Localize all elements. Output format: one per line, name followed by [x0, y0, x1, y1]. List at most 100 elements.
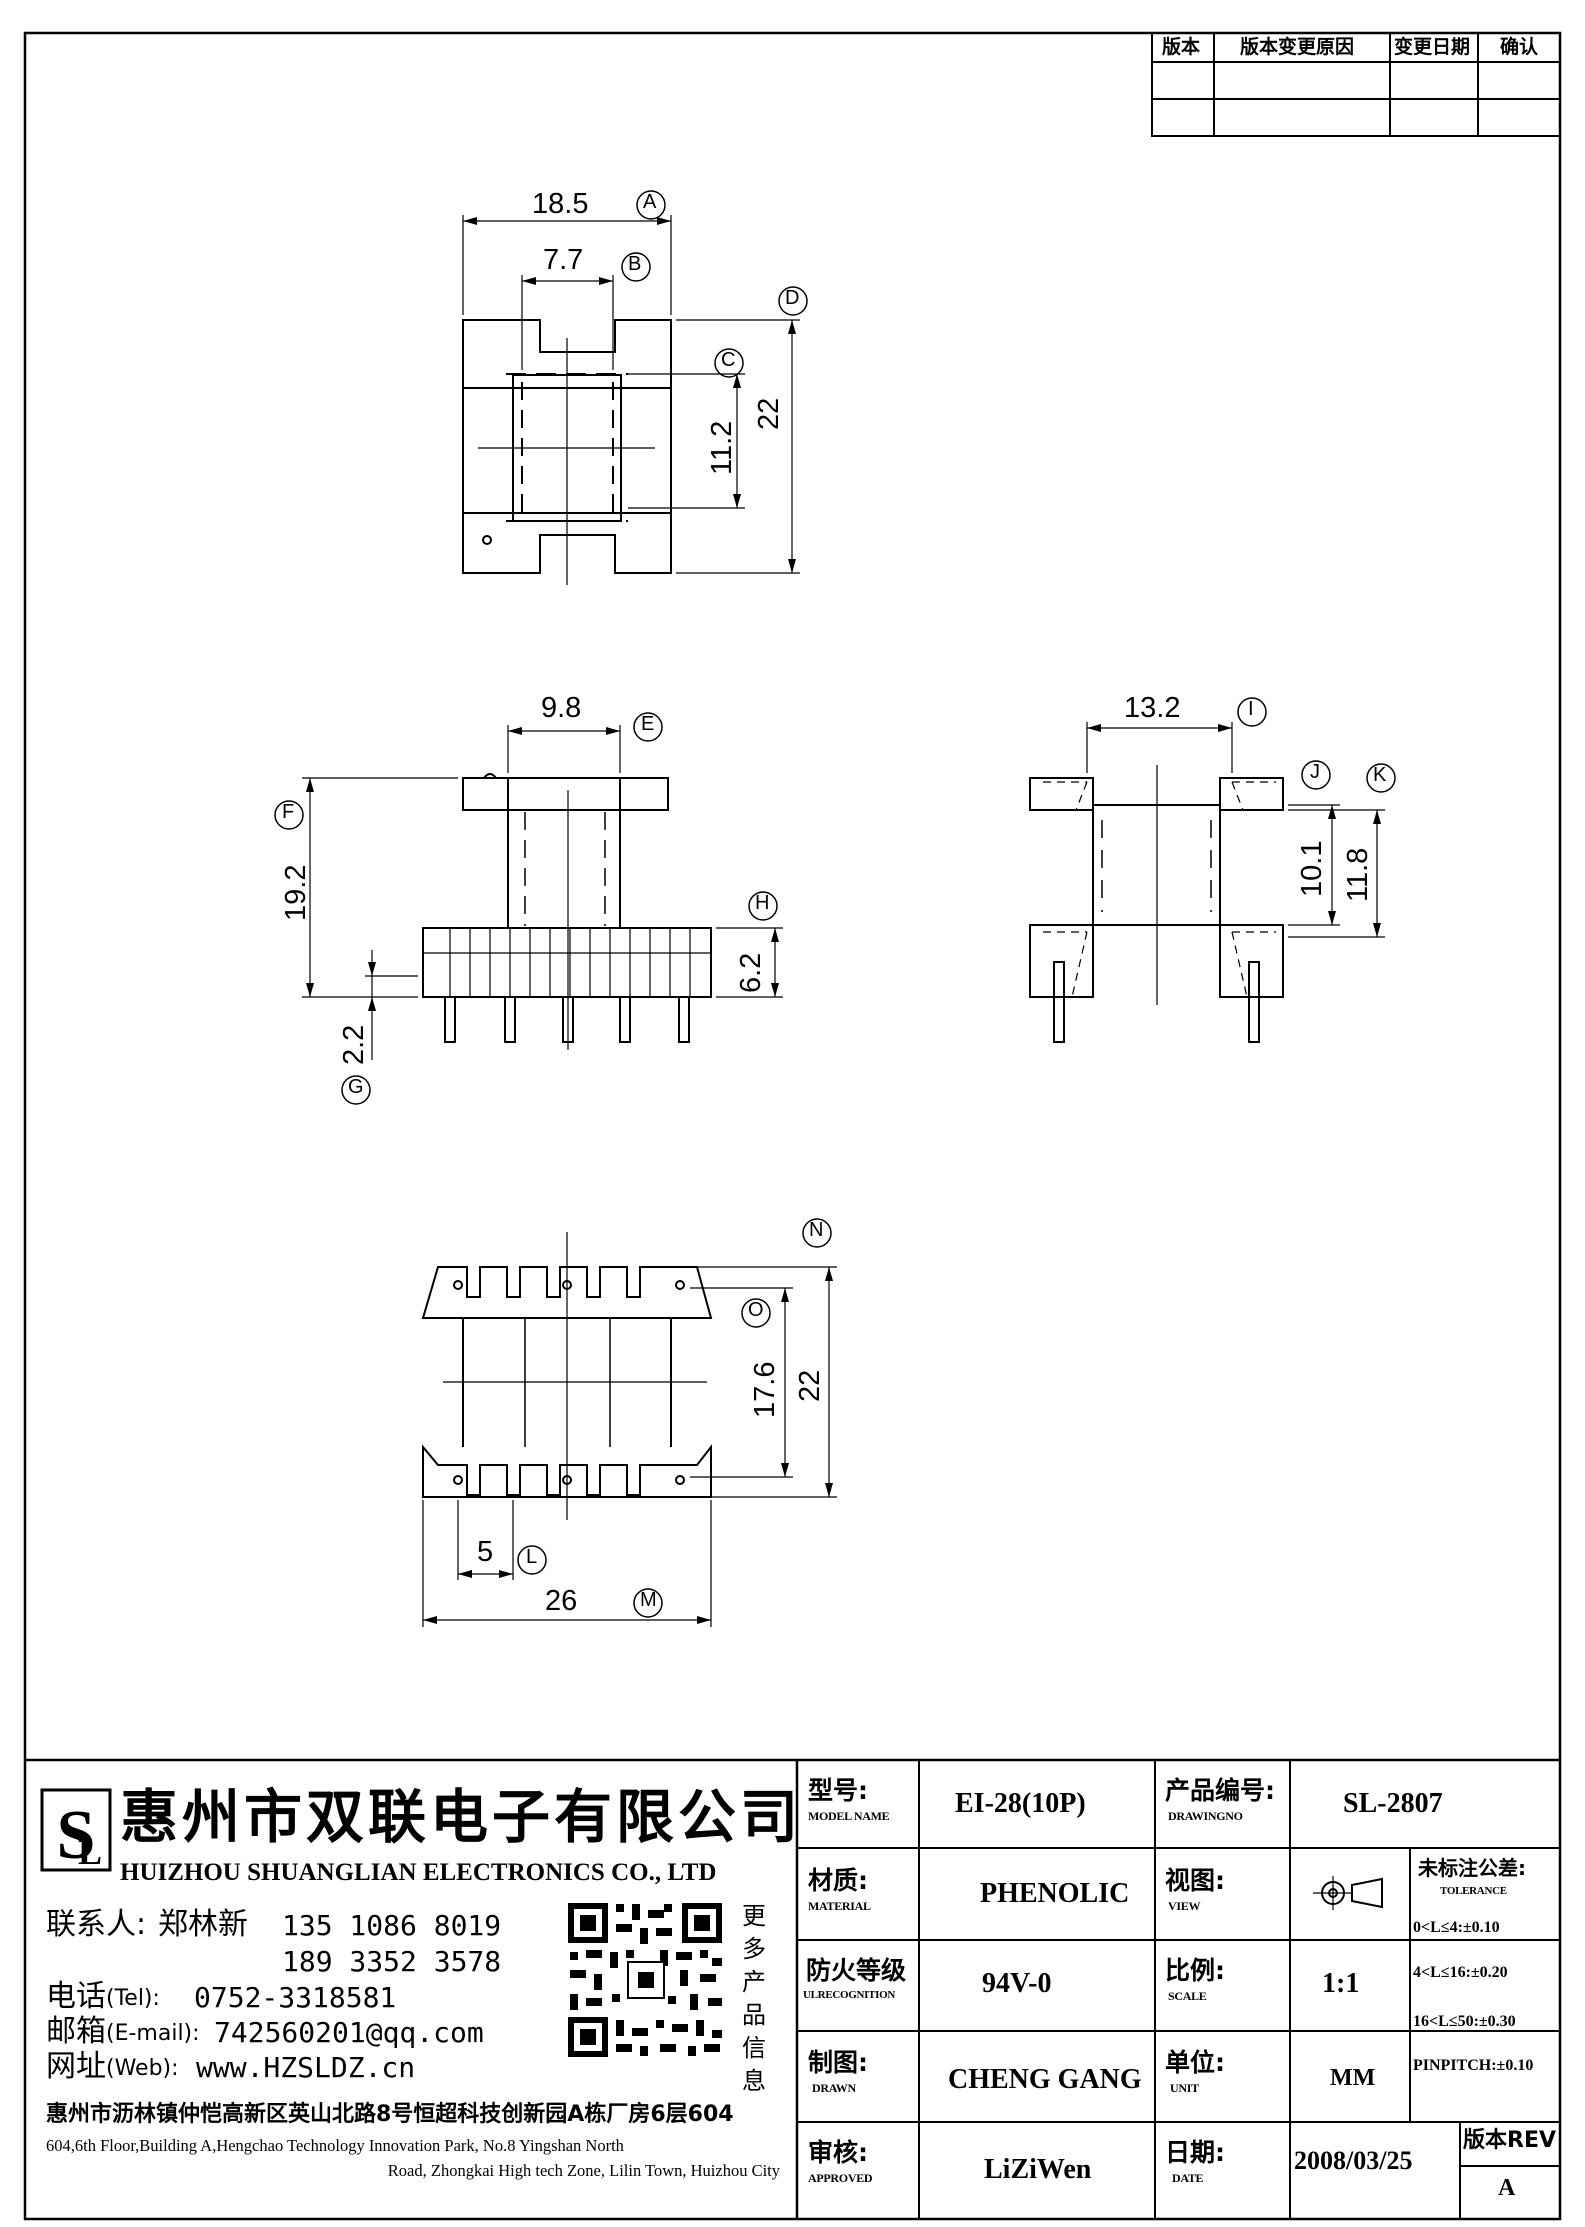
tel-label: 电话: [46, 1979, 106, 2014]
label-i: I: [1248, 698, 1254, 720]
label-l: L: [526, 1546, 538, 1568]
tolerance-row-1: 0<L≤4:±0.10: [1413, 1919, 1500, 1936]
svg-text:L: L: [78, 1832, 102, 1872]
date-label-cn: 日期:: [1165, 2138, 1225, 2167]
rev-header-reason: 版本变更原因: [1240, 36, 1355, 58]
company-logo-icon: S L: [40, 1788, 112, 1874]
contact-name: 郑林新: [158, 1907, 248, 1942]
tel-sub: (Tel):: [106, 1986, 160, 2011]
front-view: [302, 725, 783, 1060]
rev-header-date: 变更日期: [1394, 36, 1471, 58]
dim-bottom-height: 22: [794, 1369, 826, 1402]
date-label-en: DATE: [1172, 2171, 1204, 2185]
label-b: B: [628, 253, 642, 275]
projection-symbol-icon: [1313, 1876, 1383, 1910]
dim-side-width: 13.2: [1124, 692, 1181, 724]
tolerance-label-en: TOLERANCE: [1440, 1885, 1507, 1897]
dim-side-inner-height: 10.1: [1296, 840, 1328, 897]
view-label-en: VIEW: [1168, 1899, 1201, 1913]
tolerance-row-4: PINPITCH:±0.10: [1413, 2057, 1534, 2074]
side-view: [1029, 722, 1385, 1043]
tolerance-row-2: 4<L≤16:±0.20: [1413, 1964, 1508, 1981]
dim-bottom-width: 26: [545, 1585, 578, 1617]
model-value: EI-28(10P): [955, 1788, 1086, 1819]
view-label-cn: 视图:: [1165, 1866, 1225, 1895]
drawing-no-label-cn: 产品编号:: [1165, 1776, 1275, 1805]
label-d: D: [785, 287, 800, 309]
revision-value: A: [1498, 2175, 1516, 2201]
fire-rating-label-en: ULRECOGNITION: [803, 1989, 896, 2001]
label-circles: [274, 190, 1396, 1618]
contact-label: 联系人:: [46, 1907, 147, 1942]
dim-front-height: 19.2: [280, 864, 312, 921]
web-value: www.HZSLDZ.cn: [196, 2051, 416, 2084]
fire-rating-label-cn: 防火等级: [806, 1956, 907, 1985]
label-f: F: [282, 801, 295, 823]
company-name-cn: 惠州市双联电子有限公司: [120, 1783, 803, 1851]
rev-header-version: 版本: [1162, 36, 1201, 58]
email-label: 邮箱: [46, 2014, 106, 2049]
web-sub: (Web):: [106, 2056, 179, 2081]
email-value: 742560201@qq.com: [214, 2016, 484, 2049]
unit-label-cn: 单位:: [1165, 2048, 1225, 2077]
label-g: G: [348, 1076, 364, 1098]
qr-caption: 更多产品信息: [742, 1902, 766, 2095]
dim-front-pin-length: 2.2: [338, 1024, 370, 1065]
model-label-en: MODEL NAME: [808, 1809, 890, 1823]
label-c: C: [721, 349, 736, 371]
approved-value: LiZiWen: [984, 2154, 1092, 2185]
unit-value: MM: [1330, 2065, 1376, 2091]
material-label-cn: 材质:: [808, 1866, 868, 1895]
dim-side-height: 11.8: [1342, 847, 1374, 902]
dim-front-width: 9.8: [541, 692, 582, 724]
material-label-en: MATERIAL: [808, 1899, 871, 1913]
label-k: K: [1373, 764, 1387, 786]
revision-table-grid: [1151, 32, 1561, 137]
label-h: H: [755, 892, 770, 914]
rev-header-confirm: 确认: [1500, 36, 1539, 58]
drawn-value: CHENG GANG: [948, 2064, 1142, 2095]
label-m: M: [640, 1589, 657, 1611]
scale-value: 1:1: [1322, 1968, 1360, 1999]
web-label: 网址: [46, 2049, 106, 2084]
tolerance-row-3: 16<L≤50:±0.30: [1413, 2013, 1516, 2030]
approved-label-cn: 审核:: [808, 2138, 868, 2167]
drawn-label-en: DRAWN: [812, 2081, 856, 2095]
dimension-arrows: [306, 217, 1381, 1624]
qr-code-icon: [565, 1900, 725, 2060]
contact-phone-1: 135 1086 8019: [282, 1909, 502, 1942]
address-en-line-2: Road, Zhongkai High tech Zone, Lilin Tow…: [387, 2161, 780, 2180]
scale-label-cn: 比例:: [1165, 1956, 1225, 1985]
fire-rating-value: 94V-0: [982, 1968, 1052, 1999]
email-sub: (E-mail):: [106, 2021, 200, 2046]
dim-top-height: 22: [753, 397, 785, 430]
dim-bottom-pitch: 5: [477, 1536, 494, 1568]
top-view: [462, 215, 800, 585]
drawing-border: [23, 31, 1562, 2221]
label-n: N: [809, 1219, 824, 1241]
label-j: J: [1310, 761, 1320, 783]
date-value: 2008/03/25: [1294, 2146, 1413, 2175]
model-label-cn: 型号:: [808, 1776, 868, 1805]
scale-label-en: SCALE: [1168, 1989, 1207, 2003]
tel-value: 0752-3318581: [194, 1981, 397, 2014]
revision-label: 版本REV: [1463, 2128, 1556, 2153]
label-a: A: [643, 191, 657, 213]
bottom-view: [421, 1232, 837, 1627]
title-block-grid: [25, 1758, 1560, 2219]
unit-label-en: UNIT: [1170, 2081, 1199, 2095]
label-e: E: [641, 713, 655, 735]
drawing-no-value: SL-2807: [1343, 1788, 1443, 1819]
material-value: PHENOLIC: [980, 1878, 1130, 1909]
dim-top-inner-width: 7.7: [543, 244, 584, 276]
address-en-line-1: 604,6th Floor,Building A,Hengchao Techno…: [46, 2136, 624, 2155]
label-o: O: [748, 1299, 764, 1321]
address-cn: 惠州市沥林镇仲恺高新区英山北路8号恒超科技创新园A栋厂房6层604: [46, 2102, 734, 2127]
dim-top-width: 18.5: [532, 188, 589, 220]
dim-top-height-inner: 11.2: [706, 420, 738, 475]
tolerance-label-cn: 未标注公差:: [1418, 1856, 1526, 1880]
company-name-en: HUIZHOU SHUANGLIAN ELECTRONICS CO., LTD: [120, 1859, 717, 1886]
contact-phone-2: 189 3352 3578: [282, 1945, 502, 1978]
approved-label-en: APPROVED: [808, 2171, 873, 2185]
